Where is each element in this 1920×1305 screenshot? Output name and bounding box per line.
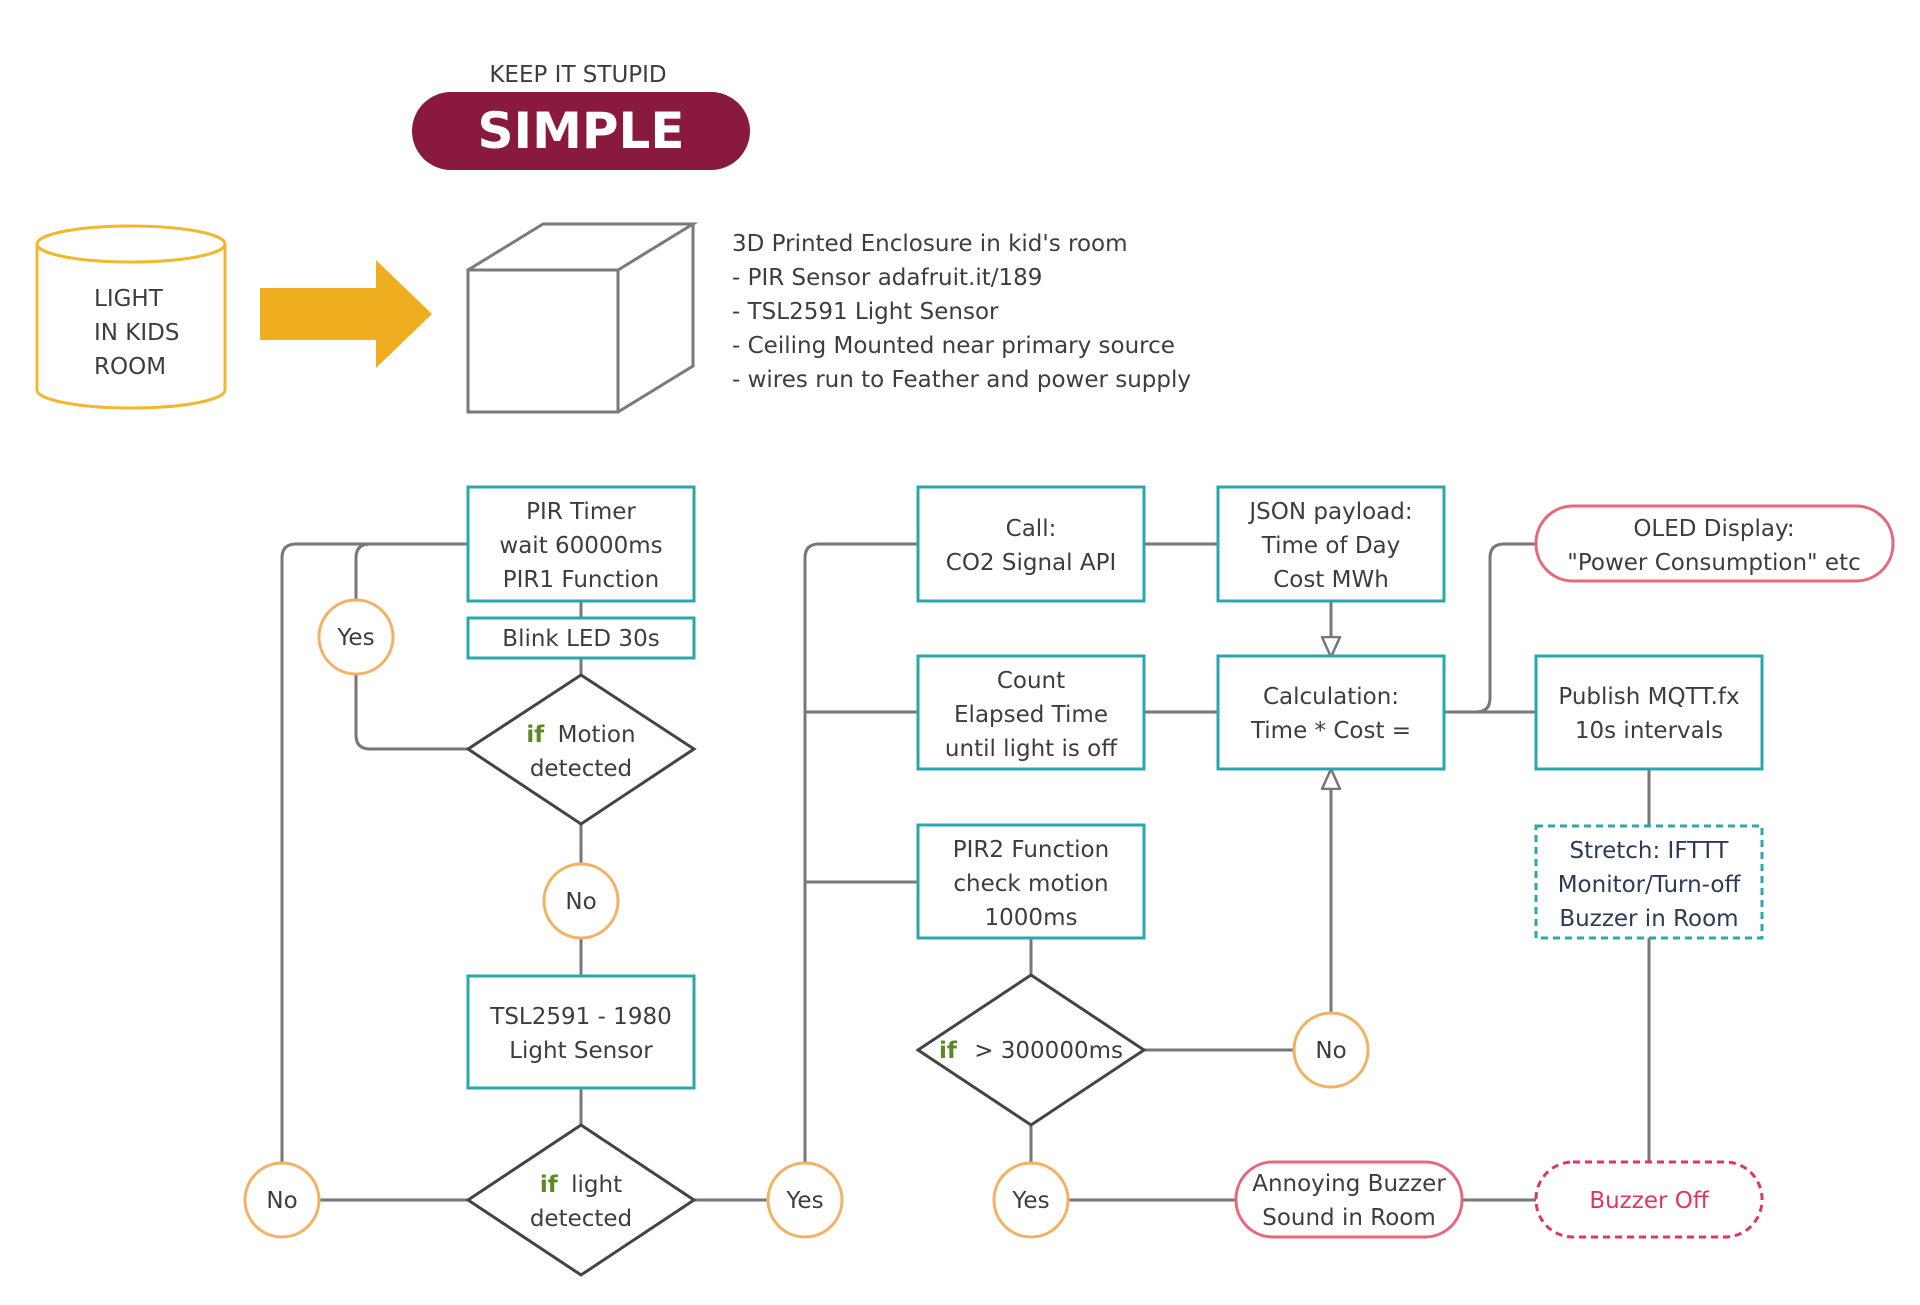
ifttt-stretch-box: Stretch: IFTTT Monitor/Turn-off Buzzer i… xyxy=(1534,824,1764,940)
yes-light-circle: Yes xyxy=(766,1161,844,1239)
circle-label: No xyxy=(266,1188,297,1214)
if-keyword: if xyxy=(540,1172,559,1198)
if-keyword: if xyxy=(526,722,545,748)
oled-display-pill: OLED Display: "Power Consumption" etc xyxy=(1534,504,1895,583)
box-line: wait 60000ms xyxy=(499,533,662,559)
cylinder-line: LIGHT xyxy=(94,286,164,312)
box-line: Monitor/Turn-off xyxy=(1558,872,1742,898)
box-line: Publish MQTT.fx xyxy=(1558,684,1739,710)
diamond-line: > 300000ms xyxy=(974,1038,1123,1064)
note-line: - TSL2591 Light Sensor xyxy=(732,299,999,325)
pir2-function-box: PIR2 Function check motion 1000ms xyxy=(916,823,1146,940)
if-keyword: if xyxy=(939,1038,958,1064)
box-line: PIR Timer xyxy=(526,499,636,525)
yes-motion-circle: Yes xyxy=(317,598,395,676)
box-line: JSON payload: xyxy=(1247,499,1412,525)
box-line: Light Sensor xyxy=(509,1038,653,1064)
pill-line: OLED Display: xyxy=(1633,516,1794,542)
diamond-line: detected xyxy=(530,756,632,782)
buzzer-off-pill: Buzzer Off xyxy=(1534,1160,1764,1239)
pill-line: Buzzer Off xyxy=(1589,1188,1710,1214)
elapsed-decision-diamond: if > 300000ms xyxy=(915,973,1147,1127)
box-line: 1000ms xyxy=(985,905,1078,931)
circle-label: Yes xyxy=(1011,1188,1049,1214)
diamond-line: light xyxy=(571,1172,622,1198)
no-light-circle: No xyxy=(243,1161,321,1239)
call-api-box: Call: CO2 Signal API xyxy=(916,485,1146,603)
light-decision-diamond: if light detected xyxy=(465,1123,697,1277)
svg-text:if > 300000ms: if > 300000ms xyxy=(939,1038,1123,1064)
diamond-line: detected xyxy=(530,1206,632,1232)
blink-led-box: Blink LED 30s xyxy=(466,616,696,660)
count-elapsed-box: Count Elapsed Time until light is off xyxy=(916,654,1146,771)
box-line: Elapsed Time xyxy=(954,702,1108,728)
note-line: 3D Printed Enclosure in kid's room xyxy=(732,231,1128,257)
simple-badge-label: SIMPLE xyxy=(477,102,684,160)
circle-label: No xyxy=(565,889,596,915)
pill-line: "Power Consumption" etc xyxy=(1567,550,1860,576)
diamond-line: Motion xyxy=(558,722,636,748)
note-line: - PIR Sensor adafruit.it/189 xyxy=(732,265,1042,291)
circle-label: Yes xyxy=(785,1188,823,1214)
cylinder-line: IN KIDS xyxy=(94,320,179,346)
publish-mqtt-box: Publish MQTT.fx 10s intervals xyxy=(1534,654,1764,771)
json-payload-box: JSON payload: Time of Day Cost MWh xyxy=(1216,485,1446,603)
note-line: - wires run to Feather and power supply xyxy=(732,367,1191,393)
box-line: TSL2591 - 1980 xyxy=(489,1004,671,1030)
light-in-kids-room-cylinder: LIGHT IN KIDS ROOM xyxy=(35,224,227,410)
circle-label: Yes xyxy=(336,625,374,651)
box-line: PIR2 Function xyxy=(953,837,1109,863)
box-line: Blink LED 30s xyxy=(502,626,659,652)
yes-elapsed-circle: Yes xyxy=(992,1161,1070,1239)
box-line: check motion xyxy=(953,871,1108,897)
connector-lines xyxy=(280,542,1651,1202)
box-line: Call: xyxy=(1006,516,1057,542)
box-line: Stretch: IFTTT xyxy=(1570,838,1730,864)
box-line: Time * Cost = xyxy=(1250,718,1411,744)
pill-line: Annoying Buzzer xyxy=(1252,1171,1446,1197)
box-line: Buzzer in Room xyxy=(1559,906,1738,932)
svg-text:if Motion: if Motion xyxy=(526,722,635,748)
pill-line: Sound in Room xyxy=(1262,1205,1436,1231)
box-line: Time of Day xyxy=(1261,533,1401,559)
simple-badge xyxy=(412,92,750,170)
no-elapsed-circle: No xyxy=(1292,1011,1370,1089)
enclosure-cube-icon xyxy=(466,222,699,414)
svg-text:if light: if light xyxy=(540,1172,622,1198)
box-line: Count xyxy=(997,668,1065,694)
tsl2591-box: TSL2591 - 1980 Light Sensor xyxy=(466,974,696,1090)
motion-decision-diamond: if Motion detected xyxy=(465,673,697,826)
annoying-buzzer-pill: Annoying Buzzer Sound in Room xyxy=(1234,1160,1464,1239)
no-motion-circle: No xyxy=(542,862,620,940)
right-arrow-icon xyxy=(260,260,432,368)
pir-timer-box: PIR Timer wait 60000ms PIR1 Function xyxy=(466,485,696,603)
circle-label: No xyxy=(1315,1038,1346,1064)
box-line: Calculation: xyxy=(1263,684,1399,710)
cylinder-line: ROOM xyxy=(94,354,166,380)
calculation-box: Calculation: Time * Cost = xyxy=(1216,654,1446,771)
enclosure-notes: 3D Printed Enclosure in kid's room - PIR… xyxy=(732,231,1191,393)
box-line: 10s intervals xyxy=(1575,718,1723,744)
box-line: until light is off xyxy=(945,736,1118,762)
box-line: PIR1 Function xyxy=(503,567,659,593)
header-kicker: KEEP IT STUPID xyxy=(489,62,666,88)
note-line: - Ceiling Mounted near primary source xyxy=(732,333,1175,359)
box-line: CO2 Signal API xyxy=(946,550,1116,576)
box-line: Cost MWh xyxy=(1273,567,1389,593)
